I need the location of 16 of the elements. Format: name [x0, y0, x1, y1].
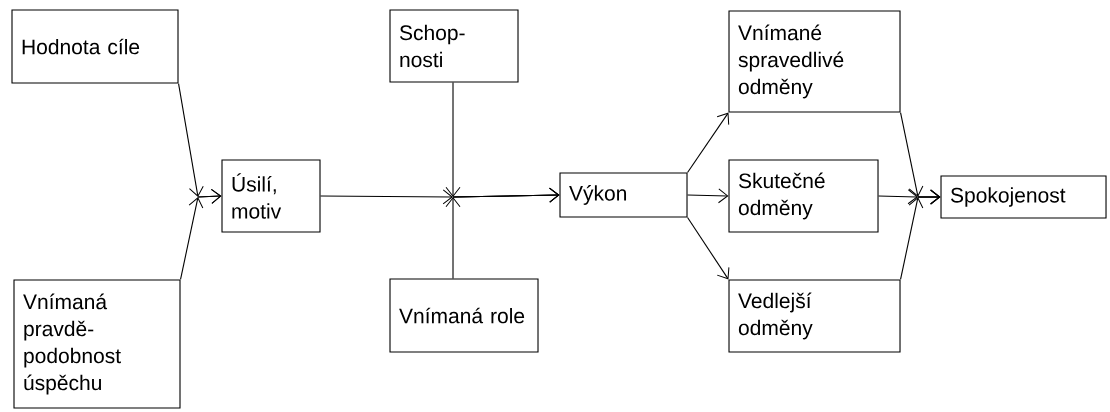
- process-box: Hodnota cíle: [11, 9, 179, 84]
- arrow: [687, 112, 730, 173]
- process-box: Vnímaná pravdě- podobnost úspěchu: [13, 279, 181, 409]
- arrow: [445, 187, 560, 279]
- arrow: [180, 188, 222, 280]
- process-box: Skutečné odměny: [728, 159, 879, 233]
- process-box: Spokojenost: [940, 175, 1107, 219]
- process-box: Výkon: [559, 172, 688, 218]
- process-box: Vnímané spravedlivé odměny: [728, 10, 901, 113]
- arrow: [687, 217, 730, 280]
- arrow: [687, 188, 729, 204]
- process-box: Vnímaná role: [389, 278, 539, 353]
- process-box: Schop- nosti: [389, 9, 519, 83]
- arrow: [900, 189, 941, 280]
- process-box: Vedlejší odměny: [728, 279, 901, 353]
- process-box: Úsilí, motiv: [221, 159, 321, 233]
